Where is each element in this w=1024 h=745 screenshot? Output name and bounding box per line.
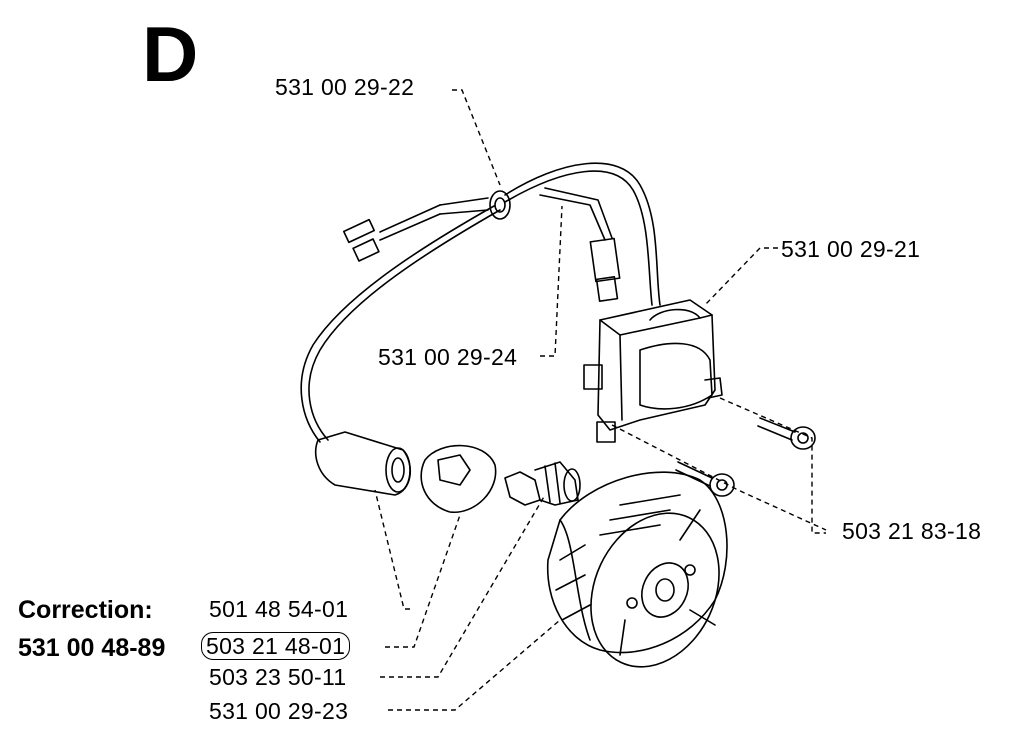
- leader-lines: [374, 89, 827, 711]
- spark-plug-cap: [314, 431, 412, 496]
- leader-503-23-50-11: [380, 494, 546, 678]
- part-number-501-48-54-01: 501 48 54-01: [209, 596, 349, 622]
- ignition-module: [583, 299, 723, 443]
- cable-grommet: [342, 190, 511, 262]
- correction-label: Correction:: [18, 596, 153, 624]
- correction-new-part-number: 531 00 48-89: [18, 634, 166, 662]
- part-number-503-21-83-18: 503 21 83-18: [842, 518, 982, 544]
- flywheel: [546, 471, 728, 668]
- leader-531-00-29-22: [452, 89, 501, 186]
- leader-503-21-48-01: [385, 514, 461, 648]
- part-number-503-21-48-01: 503 21 48-01: [201, 632, 351, 660]
- screw-2: [675, 461, 735, 497]
- part-number-531-00-29-22: 531 00 29-22: [275, 74, 415, 100]
- part-number-531-00-29-24: 531 00 29-24: [378, 344, 518, 370]
- leader-503-21-83-18-b: [611, 424, 827, 531]
- part-number-531-00-29-21: 531 00 29-21: [781, 236, 921, 262]
- leader-531-00-29-24: [540, 205, 563, 357]
- washer: [420, 444, 497, 513]
- leader-531-00-29-21: [704, 247, 778, 306]
- part-number-503-23-50-11: 503 23 50-11: [209, 664, 347, 690]
- leader-531-00-29-23: [388, 619, 561, 711]
- part-number-531-00-29-23: 531 00 29-23: [209, 698, 349, 724]
- screw-1: [757, 417, 816, 450]
- leader-501-48-54-01: [374, 489, 410, 610]
- spark-plug: [504, 461, 581, 506]
- section-letter: D: [142, 10, 199, 98]
- wire-connector: [539, 187, 621, 302]
- ignition-cable: [300, 162, 661, 443]
- leader-503-21-83-18-a: [719, 397, 826, 534]
